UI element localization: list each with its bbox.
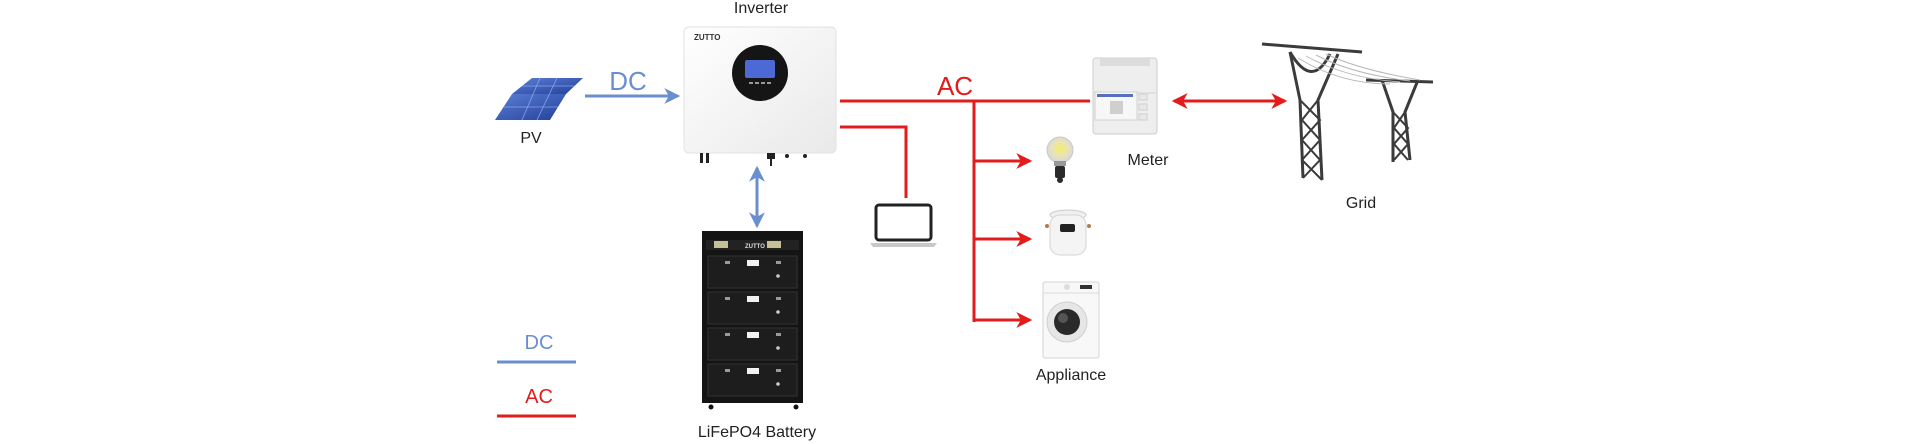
battery-rack-icon: ZUTTO xyxy=(702,231,803,410)
laptop-icon xyxy=(870,203,937,247)
battery-module xyxy=(707,291,798,325)
battery-module xyxy=(707,327,798,361)
battery-module xyxy=(707,363,798,397)
battery-module xyxy=(707,255,798,289)
power-tower-icon xyxy=(1261,42,1434,181)
meter-label: Meter xyxy=(1127,152,1169,169)
ac-wiring xyxy=(840,99,1090,322)
grid-label: Grid xyxy=(1345,195,1377,212)
dc-flow-label: DC xyxy=(609,66,647,96)
legend-dc-label: DC xyxy=(524,332,554,354)
washing-machine-icon xyxy=(1042,281,1100,359)
legend-ac-label: AC xyxy=(525,386,553,408)
ac-flow-label: AC xyxy=(936,71,974,101)
battery-label: LiFePO4 Battery xyxy=(697,424,817,441)
energy-meter-icon xyxy=(1092,57,1158,135)
battery-brand: ZUTTO xyxy=(745,244,765,250)
inverter-brand: ZUTTO xyxy=(694,33,721,42)
pv-label: PV xyxy=(520,130,542,147)
inverter-icon: ZUTTO xyxy=(683,26,837,166)
appliance-label: Appliance xyxy=(1035,367,1107,384)
inverter-label: Inverter xyxy=(733,0,789,17)
ac-laptop-branch xyxy=(840,125,908,198)
light-bulb-icon xyxy=(1046,136,1074,183)
rice-cooker-icon xyxy=(1045,209,1091,256)
solar-panel-icon xyxy=(495,77,583,121)
